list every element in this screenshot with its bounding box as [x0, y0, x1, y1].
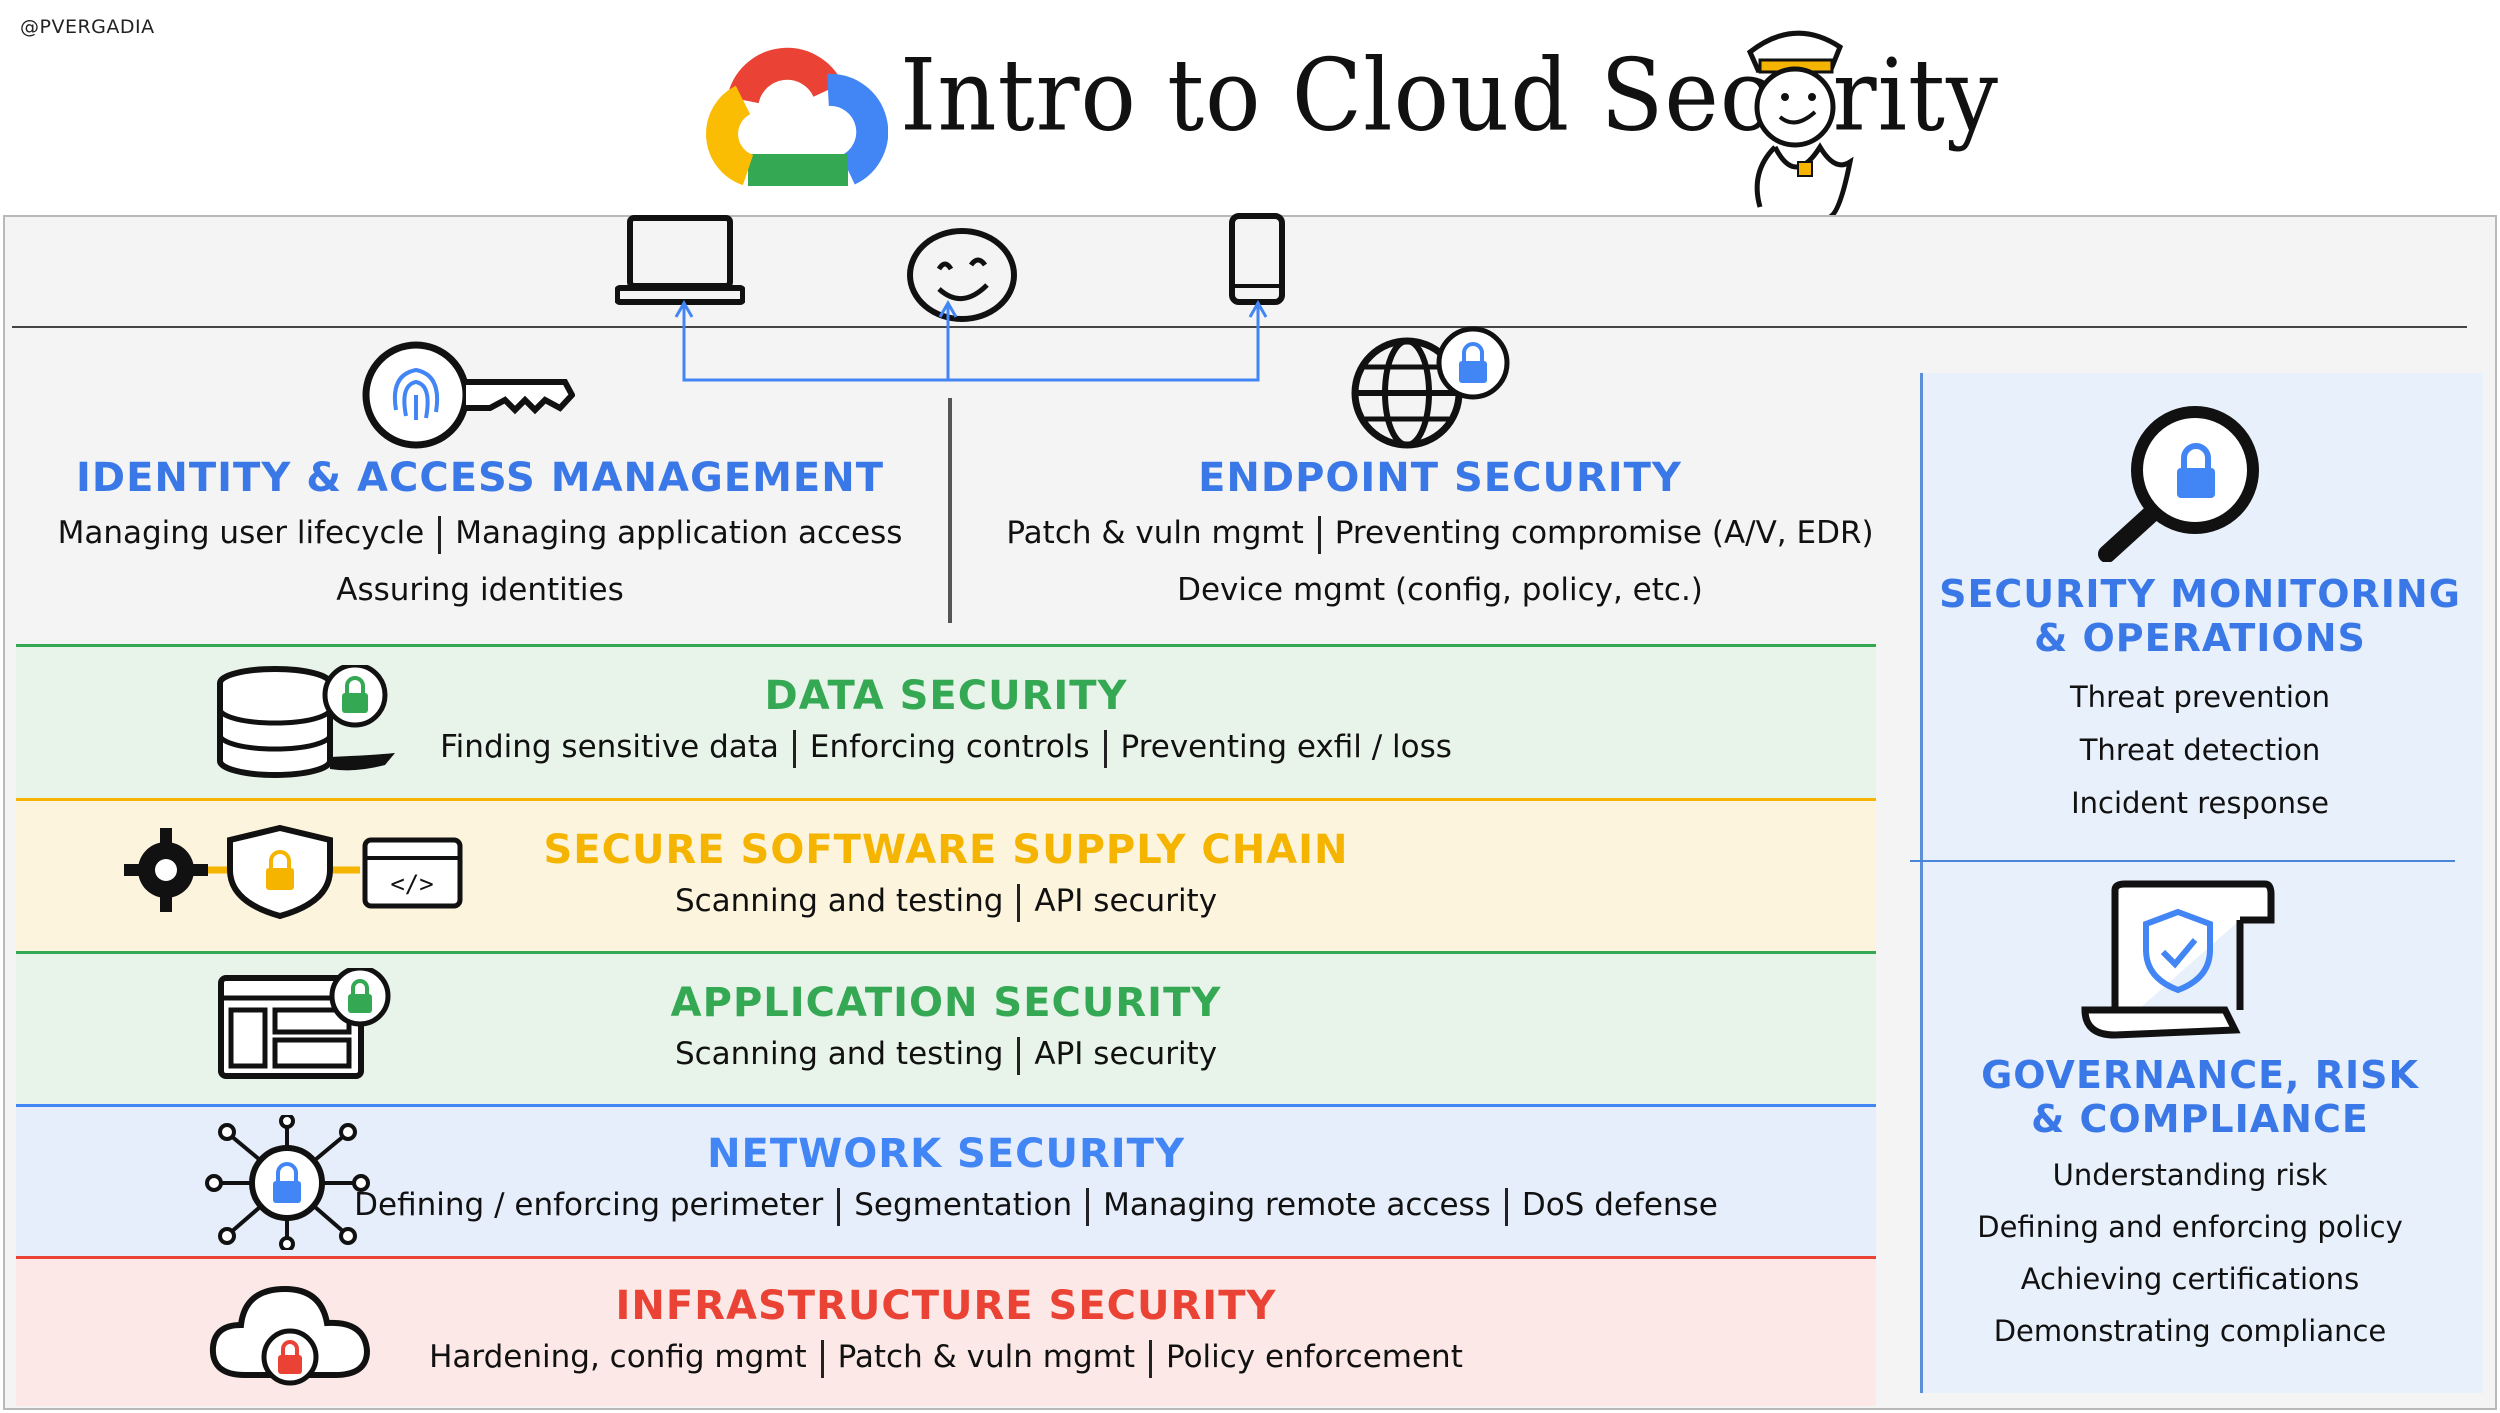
band-item: Finding sensitive data — [440, 729, 779, 765]
endpoint-item: Patch & vuln mgmt — [1006, 515, 1304, 551]
band-items: Defining / enforcing perimeter Segmentati… — [196, 1187, 1876, 1226]
iam-item: Managing user lifecycle — [57, 515, 425, 551]
monitoring-title-line1: SECURITY MONITORING — [1939, 572, 2461, 616]
band-item: Segmentation — [854, 1187, 1073, 1223]
band-item: DoS defense — [1521, 1187, 1718, 1223]
monitoring-title-line2: & OPERATIONS — [2034, 616, 2366, 660]
band-item: API security — [1034, 883, 1218, 919]
governance-item: Understanding risk — [2052, 1158, 2328, 1192]
band-item: Patch & vuln mgmt — [837, 1339, 1135, 1375]
endpoint-line2: Device mgmt (config, policy, etc.) — [1177, 572, 1703, 608]
device-connector-arrows — [674, 299, 1268, 382]
band-title: APPLICATION SECURITY — [670, 980, 1222, 1026]
endpoint-title: ENDPOINT SECURITY — [1198, 455, 1682, 501]
separator — [1317, 515, 1321, 554]
band-item: Policy enforcement — [1165, 1339, 1463, 1375]
separator — [1504, 1187, 1508, 1226]
band-item: API security — [1034, 1036, 1218, 1072]
monitoring-item: Threat detection — [2079, 733, 2321, 767]
band-item: Scanning and testing — [674, 1036, 1004, 1072]
governance-item: Defining and enforcing policy — [1977, 1210, 2403, 1244]
band-items: Finding sensitive data Enforcing controls… — [16, 729, 1876, 768]
magnifier-lock-icon — [2098, 406, 2259, 562]
governance-item: Demonstrating compliance — [1993, 1314, 2387, 1348]
separator — [1103, 729, 1107, 768]
band-items: Scanning and testing API security — [16, 883, 1876, 922]
monitoring-item: Incident response — [2071, 786, 2329, 820]
database-lock-icon — [217, 665, 395, 778]
governance-title-line2: & COMPLIANCE — [2031, 1097, 2369, 1141]
author-handle: @PVERGADIA — [20, 16, 155, 38]
separator — [792, 729, 796, 768]
band-item: Enforcing controls — [809, 729, 1090, 765]
band-title: INFRASTRUCTURE SECURITY — [615, 1283, 1277, 1329]
iam-items: Managing user lifecycle Managing applicat… — [15, 515, 945, 554]
google-cloud-logo — [706, 47, 888, 186]
band-title: SECURE SOFTWARE SUPPLY CHAIN — [543, 827, 1349, 873]
separator — [837, 1187, 841, 1226]
endpoint-items: Patch & vuln mgmt Preventing compromise (… — [960, 515, 1920, 554]
band-item: Managing remote access — [1103, 1187, 1491, 1223]
monitoring-title: SECURITY MONITORING & OPERATIONS — [1920, 572, 2480, 660]
separator — [1017, 1036, 1021, 1075]
monitoring-item: Threat prevention — [2069, 680, 2331, 714]
app-window-lock-icon — [218, 968, 391, 1079]
separator — [1017, 883, 1021, 922]
user-smiley-icon — [907, 228, 1017, 322]
governance-title-line1: GOVERNANCE, RISK — [1981, 1053, 2419, 1097]
separator — [1148, 1339, 1152, 1378]
fingerprint-key-icon — [362, 341, 575, 449]
band-title: DATA SECURITY — [764, 673, 1128, 719]
network-lock-icon — [205, 1115, 370, 1250]
iam-title: IDENTITY & ACCESS MANAGEMENT — [75, 455, 885, 501]
svg-text:</>: </> — [390, 870, 433, 898]
governance-item: Achieving certifications — [2020, 1262, 2360, 1296]
cloud-lock-icon — [209, 1285, 371, 1386]
policy-scroll-icon — [2081, 880, 2275, 1039]
band-item: Defining / enforcing perimeter — [354, 1187, 824, 1223]
band-item: Preventing exfil / loss — [1120, 729, 1452, 765]
security-guard-icon — [1746, 30, 1854, 220]
device-separator-line — [12, 326, 2467, 328]
iam-line2: Assuring identities — [336, 572, 624, 608]
governance-title: GOVERNANCE, RISK & COMPLIANCE — [1920, 1053, 2480, 1141]
band-item: Scanning and testing — [674, 883, 1004, 919]
separator — [1086, 1187, 1090, 1226]
laptop-icon — [615, 215, 745, 305]
supply-chain-icon: </> — [124, 824, 463, 920]
smartphone-icon — [1229, 213, 1285, 305]
band-items: Scanning and testing API security — [16, 1036, 1876, 1075]
separator — [820, 1339, 824, 1378]
band-items: Hardening, config mgmt Patch & vuln mgmt P… — [16, 1339, 1876, 1378]
band-title: NETWORK SECURITY — [707, 1131, 1185, 1177]
iam-item: Managing application access — [455, 515, 903, 551]
band-item: Hardening, config mgmt — [429, 1339, 807, 1375]
separator — [438, 515, 442, 554]
right-panel-divider — [1910, 860, 2455, 862]
column-divider — [948, 398, 952, 623]
globe-lock-icon — [1351, 326, 1510, 449]
endpoint-item: Preventing compromise (A/V, EDR) — [1334, 515, 1874, 551]
